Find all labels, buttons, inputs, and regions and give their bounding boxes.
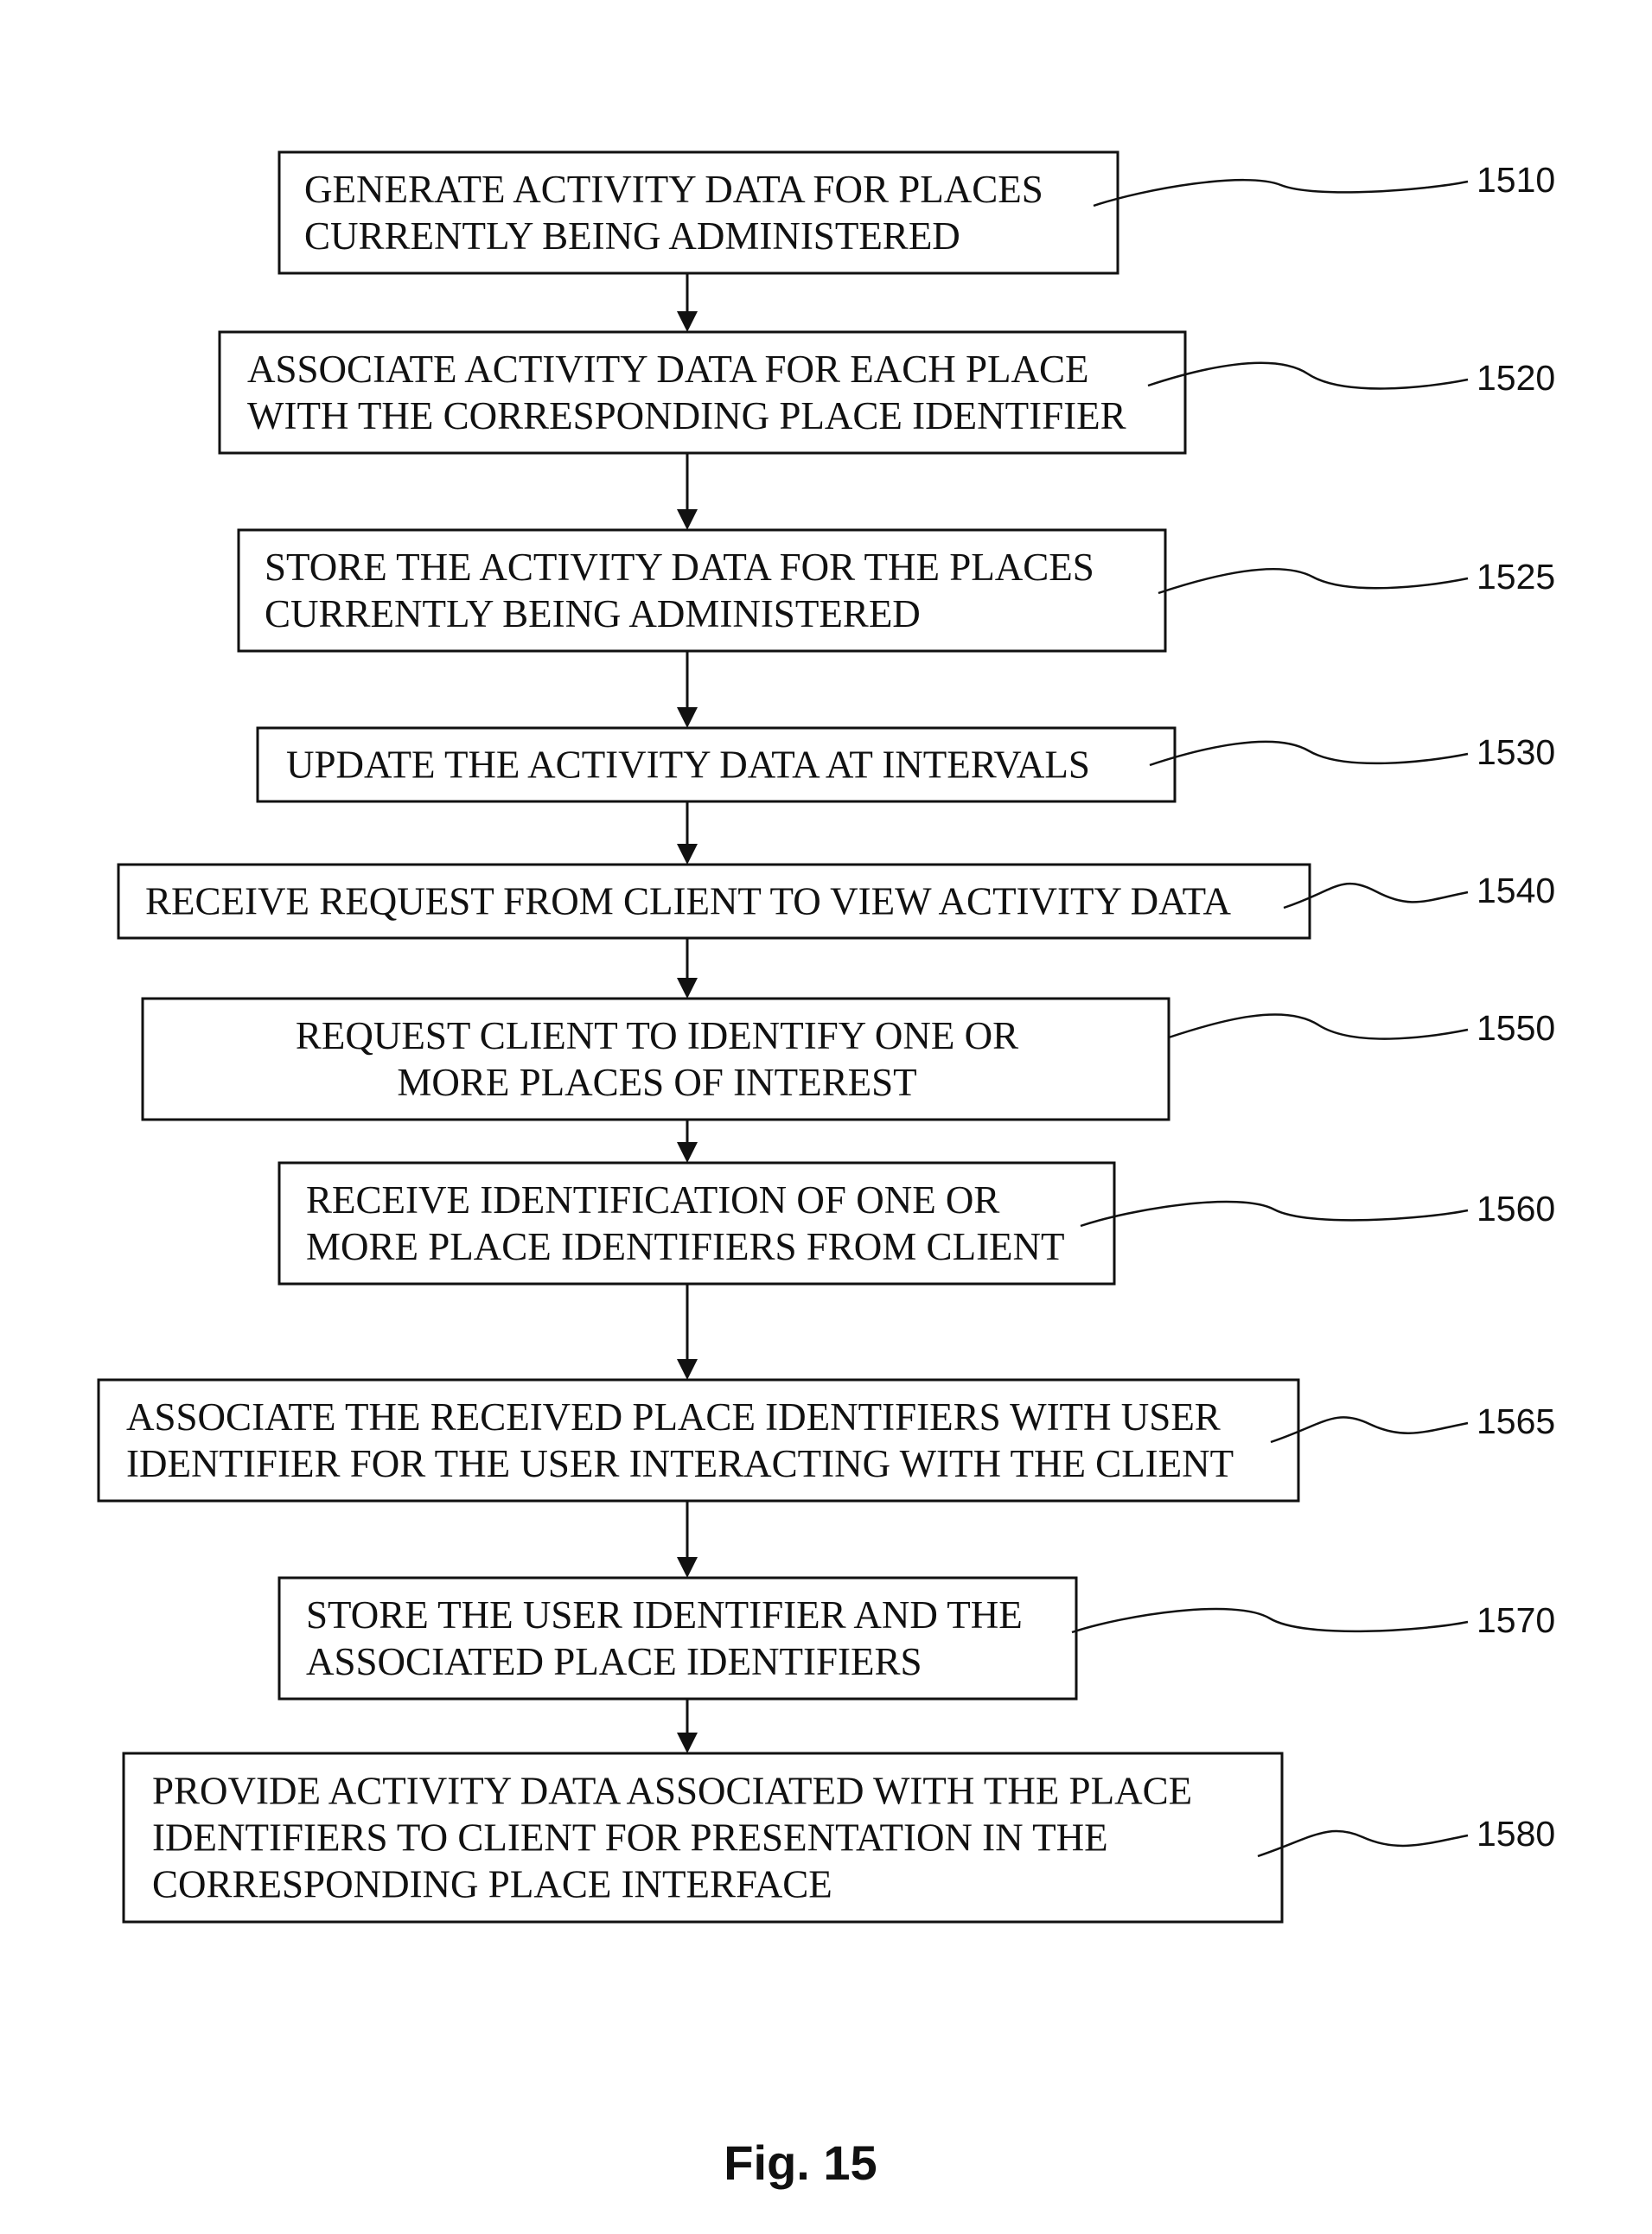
flow-arrowhead	[677, 1359, 698, 1380]
flow-arrowhead	[677, 978, 698, 999]
reference-numeral: 1530	[1477, 732, 1555, 772]
flow-arrowhead	[677, 1142, 698, 1163]
leader-line	[1150, 742, 1468, 765]
leader-line	[1148, 363, 1468, 389]
reference-numeral: 1540	[1477, 871, 1555, 910]
reference-numeral: 1560	[1477, 1189, 1555, 1229]
flow-arrowhead	[677, 707, 698, 728]
step-text-line: WITH THE CORRESPONDING PLACE IDENTIFIER	[247, 394, 1126, 437]
leader-line	[1284, 884, 1468, 908]
flow-step-1510: GENERATE ACTIVITY DATA FOR PLACESCURRENT…	[279, 152, 1555, 273]
flow-arrowhead	[677, 1733, 698, 1753]
reference-numeral: 1570	[1477, 1600, 1555, 1640]
step-text-line: GENERATE ACTIVITY DATA FOR PLACES	[304, 168, 1043, 211]
flow-arrowhead	[677, 509, 698, 530]
step-text-line: UPDATE THE ACTIVITY DATA AT INTERVALS	[286, 744, 1090, 787]
reference-numeral: 1525	[1477, 557, 1555, 597]
flow-step-1560: RECEIVE IDENTIFICATION OF ONE ORMORE PLA…	[279, 1163, 1555, 1284]
step-text-line: CURRENTLY BEING ADMINISTERED	[265, 592, 921, 635]
reference-numeral: 1550	[1477, 1008, 1555, 1048]
step-text-line: STORE THE ACTIVITY DATA FOR THE PLACES	[265, 546, 1094, 589]
step-text-line: STORE THE USER IDENTIFIER AND THE	[306, 1593, 1023, 1637]
leader-line	[1169, 1014, 1468, 1038]
leader-line	[1158, 569, 1468, 593]
step-text-line: RECEIVE REQUEST FROM CLIENT TO VIEW ACTI…	[145, 880, 1231, 923]
reference-numeral: 1565	[1477, 1401, 1555, 1441]
step-text-line: MORE PLACE IDENTIFIERS FROM CLIENT	[306, 1225, 1065, 1268]
figure-label: Fig. 15	[724, 2135, 877, 2190]
flow-step-1570: STORE THE USER IDENTIFIER AND THEASSOCIA…	[279, 1578, 1555, 1699]
flow-step-1520: ASSOCIATE ACTIVITY DATA FOR EACH PLACEWI…	[220, 332, 1555, 453]
flow-step-1580: PROVIDE ACTIVITY DATA ASSOCIATED WITH TH…	[124, 1753, 1555, 1922]
flow-steps: GENERATE ACTIVITY DATA FOR PLACESCURRENT…	[99, 152, 1555, 1922]
leader-line	[1081, 1202, 1468, 1226]
step-text-line: ASSOCIATED PLACE IDENTIFIERS	[306, 1640, 922, 1683]
step-text-line: REQUEST CLIENT TO IDENTIFY ONE OR	[296, 1014, 1018, 1057]
step-text-line: PROVIDE ACTIVITY DATA ASSOCIATED WITH TH…	[152, 1770, 1192, 1813]
step-text-line: IDENTIFIERS TO CLIENT FOR PRESENTATION I…	[152, 1816, 1108, 1860]
leader-line	[1258, 1831, 1468, 1856]
flow-arrowhead	[677, 311, 698, 332]
reference-numeral: 1510	[1477, 160, 1555, 200]
flow-arrowhead	[677, 844, 698, 865]
step-text-line: CORRESPONDING PLACE INTERFACE	[152, 1863, 832, 1906]
flow-step-1530: UPDATE THE ACTIVITY DATA AT INTERVALS 153…	[258, 728, 1555, 801]
flow-step-1565: ASSOCIATE THE RECEIVED PLACE IDENTIFIERS…	[99, 1380, 1555, 1501]
step-text-line: CURRENTLY BEING ADMINISTERED	[304, 214, 960, 258]
flow-step-1525: STORE THE ACTIVITY DATA FOR THE PLACESCU…	[239, 530, 1555, 651]
flow-step-1540: RECEIVE REQUEST FROM CLIENT TO VIEW ACTI…	[118, 865, 1555, 938]
step-text-line: ASSOCIATE ACTIVITY DATA FOR EACH PLACE	[247, 348, 1089, 391]
leader-line	[1094, 180, 1468, 206]
step-text-line: ASSOCIATE THE RECEIVED PLACE IDENTIFIERS…	[126, 1395, 1221, 1439]
reference-numeral: 1520	[1477, 358, 1555, 398]
step-text-line: MORE PLACES OF INTEREST	[397, 1061, 916, 1104]
leader-line	[1072, 1609, 1468, 1632]
flow-step-1550: REQUEST CLIENT TO IDENTIFY ONE ORMORE PL…	[143, 999, 1555, 1120]
step-text-line: IDENTIFIER FOR THE USER INTERACTING WITH…	[126, 1442, 1234, 1485]
reference-numeral: 1580	[1477, 1814, 1555, 1854]
flow-arrowhead	[677, 1557, 698, 1578]
leader-line	[1271, 1417, 1468, 1442]
step-text-line: RECEIVE IDENTIFICATION OF ONE OR	[306, 1178, 999, 1222]
